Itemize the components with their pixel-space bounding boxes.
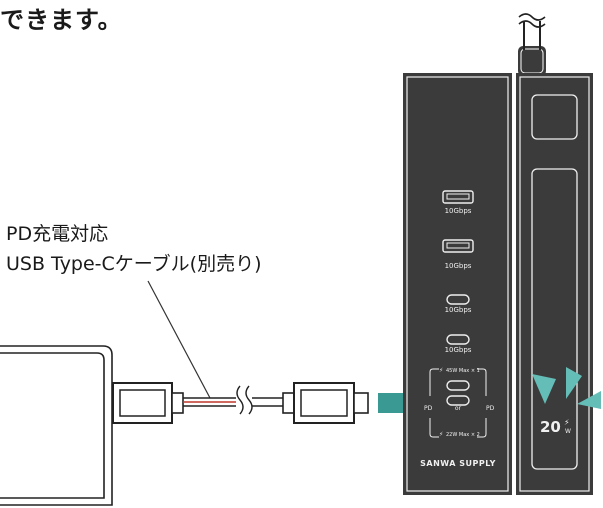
usb-c-port-icon [446,395,470,406]
cable-left-segment [183,397,236,407]
pd-bottom-label: 22W Max × 2 [446,432,480,438]
left-plug-icon [112,382,184,424]
port-label: 10Gbps [445,262,472,270]
pd-right-label: PD [486,405,495,412]
laptop-icon [0,345,113,506]
cable-break-mark-left [236,385,244,415]
port-label: 10Gbps [445,346,472,354]
callout-line-1: PD充電対応 [6,223,109,245]
right-plug-icon [282,382,369,424]
usb-a-port-icon [442,239,474,253]
cable-right-segment [252,397,283,407]
pd-lightning-icon: ⚡ [439,431,443,438]
or-label: or [455,405,462,412]
power-cord-icon [518,13,546,76]
pd-lightning-icon: ⚡ [439,367,443,374]
cable-callout: PD充電対応 USB Type-Cケーブル(別売り) [6,219,262,279]
usb-c-port-icon [446,334,470,345]
display-bolt-icon: ⚡ [564,418,570,427]
callout-line-2: USB Type-Cケーブル(別売り) [6,253,262,275]
usb-c-port-icon [446,380,470,391]
heading-text: できます。 [0,6,123,34]
cable-break-mark-right [245,385,253,415]
pd-top-label: 45W Max × 1 [446,368,480,374]
power-strip-device [403,73,593,495]
light-burst-icon [532,367,601,409]
display-unit: W [565,428,571,435]
port-label: 10Gbps [445,207,472,215]
callout-leader-line [147,280,211,399]
brand-logo: SANWA SUPPLY [420,459,496,468]
pd-left-label: PD [424,405,433,412]
port-label: 10Gbps [445,306,472,314]
pd-port-bracket [429,368,487,438]
display-value: 20 [540,418,561,436]
usb-c-port-icon [446,294,470,305]
usb-a-port-icon [442,190,474,204]
